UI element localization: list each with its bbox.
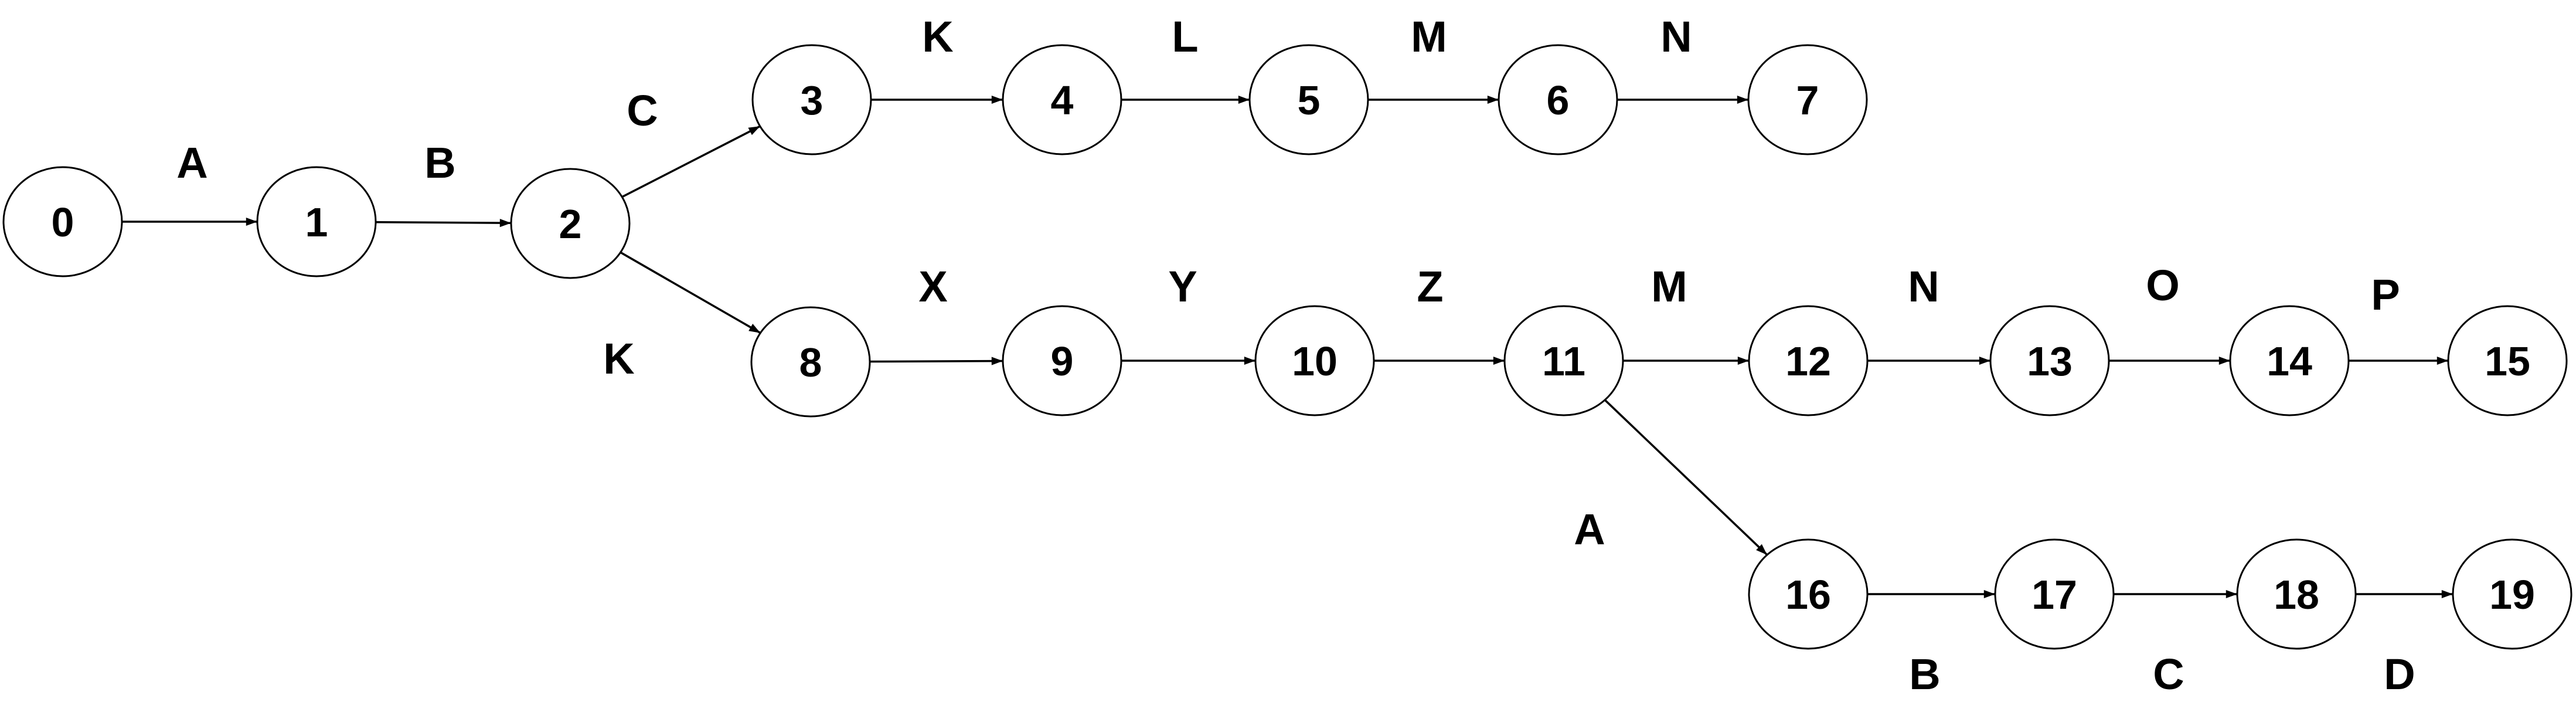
node-13: 13 (1989, 305, 2110, 416)
node-circle-11 (1503, 305, 1624, 416)
node-label-11: 11 (1542, 338, 1585, 384)
edge-label-6-7: N (1660, 12, 1692, 61)
node-circle-1 (256, 166, 377, 277)
edge-label-4-5: L (1172, 12, 1198, 61)
node-12: 12 (1748, 305, 1869, 416)
node-label-0: 0 (52, 199, 74, 245)
node-label-6: 6 (1547, 77, 1570, 123)
node-label-3: 3 (801, 77, 823, 123)
node-label-2: 2 (559, 201, 582, 247)
node-label-19: 19 (2489, 572, 2535, 618)
node-14: 14 (2229, 305, 2350, 416)
edge-label-5-6: M (1411, 12, 1447, 61)
node-circle-5 (1248, 44, 1369, 155)
edge-11-16 (1604, 399, 1768, 556)
node-8: 8 (750, 306, 871, 418)
node-label-18: 18 (2274, 572, 2319, 618)
node-label-7: 7 (1796, 77, 1819, 123)
node-19: 19 (2452, 538, 2572, 650)
edge-label-2-3: C (627, 86, 658, 135)
node-16: 16 (1748, 538, 1869, 650)
edge-label-11-16: A (1574, 505, 1605, 554)
edge-label-11-12: M (1651, 262, 1687, 311)
node-label-5: 5 (1298, 77, 1321, 123)
node-6: 6 (1498, 44, 1618, 155)
node-15: 15 (2447, 305, 2568, 416)
edge-label-12-13: N (1908, 262, 1939, 311)
edge-label-17-18: C (2153, 650, 2184, 699)
node-label-16: 16 (1785, 572, 1831, 618)
node-label-14: 14 (2267, 338, 2312, 384)
node-label-8: 8 (799, 340, 822, 385)
node-circle-2 (510, 168, 631, 279)
node-9: 9 (1002, 305, 1122, 416)
edge-label-1-2: B (424, 138, 455, 187)
edge-label-2-8: K (603, 334, 634, 383)
edge-label-8-9: X (918, 262, 947, 311)
node-circle-16 (1748, 538, 1869, 650)
node-18: 18 (2236, 538, 2357, 650)
edge-labels-layer: A B C K L M N K X Y Z M N O P A B C D (176, 12, 2415, 699)
edge-label-9-10: Y (1168, 262, 1197, 311)
node-circle-6 (1498, 44, 1618, 155)
node-circle-15 (2447, 305, 2568, 416)
edge-label-14-15: P (2371, 270, 2400, 319)
node-label-10: 10 (1292, 338, 1338, 384)
node-circle-12 (1748, 305, 1869, 416)
edge-label-3-4: K (922, 12, 953, 61)
node-10: 10 (1254, 305, 1375, 416)
edge-label-0-1: A (176, 138, 207, 187)
node-circle-14 (2229, 305, 2350, 416)
node-circle-3 (751, 44, 872, 155)
node-1: 1 (256, 166, 377, 277)
node-circle-13 (1989, 305, 2110, 416)
edge-2-8 (620, 251, 761, 334)
node-11: 11 (1503, 305, 1624, 416)
node-label-17: 17 (2031, 572, 2077, 618)
node-circle-7 (1747, 44, 1868, 155)
node-circle-17 (1994, 538, 2115, 650)
edge-1-2 (375, 219, 512, 228)
node-circle-8 (750, 306, 871, 418)
edge-label-16-17: B (1909, 650, 1940, 699)
edge-label-10-11: Z (1417, 262, 1443, 311)
node-3: 3 (751, 44, 872, 155)
node-label-13: 13 (2027, 338, 2073, 384)
node-7: 7 (1747, 44, 1868, 155)
node-circle-10 (1254, 305, 1375, 416)
node-circle-9 (1002, 305, 1122, 416)
edges-layer (122, 95, 2453, 599)
node-circle-18 (2236, 538, 2357, 650)
edge-label-13-14: O (2146, 261, 2180, 310)
node-4: 4 (1002, 44, 1122, 155)
edge-2-3 (621, 125, 761, 198)
edge-label-18-19: D (2384, 650, 2415, 699)
node-label-1: 1 (305, 199, 328, 245)
node-0: 0 (2, 166, 123, 277)
node-circle-4 (1002, 44, 1122, 155)
node-2: 2 (510, 168, 631, 279)
node-circle-19 (2452, 538, 2572, 650)
node-17: 17 (1994, 538, 2115, 650)
node-label-15: 15 (2485, 338, 2530, 384)
node-5: 5 (1248, 44, 1369, 155)
node-label-12: 12 (1785, 338, 1831, 384)
node-circle-0 (2, 166, 123, 277)
node-label-4: 4 (1051, 77, 1074, 123)
node-label-9: 9 (1051, 338, 1074, 384)
